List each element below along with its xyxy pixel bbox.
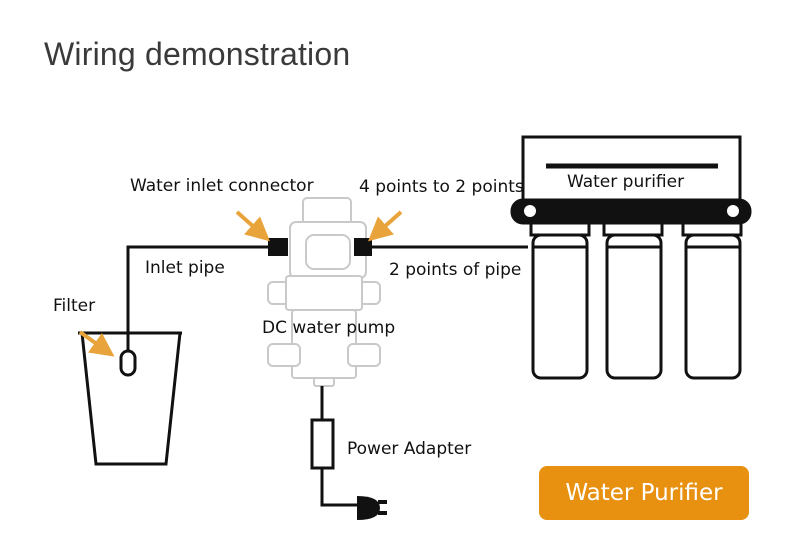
label-dc-water-pump: DC water pump — [262, 318, 396, 338]
water-purifier-badge: Water Purifier — [539, 466, 749, 520]
filter-float-icon — [119, 349, 137, 377]
water-inlet-connector — [268, 238, 288, 256]
page-title: Wiring demonstration — [44, 36, 351, 72]
label-4-points-to-2-points: 4 points to 2 points — [359, 177, 524, 197]
label-2-points-of-pipe: 2 points of pipe — [389, 260, 522, 280]
arrow-4-to-2-points — [368, 210, 403, 242]
purifier-icon — [510, 135, 752, 380]
outlet-connector — [354, 238, 372, 256]
label-inlet-pipe: Inlet pipe — [145, 258, 225, 278]
label-water-purifier: Water purifier — [567, 172, 685, 192]
power-cable — [310, 386, 362, 507]
label-water-inlet-connector: Water inlet connector — [130, 176, 314, 196]
label-power-adapter: Power Adapter — [347, 439, 472, 459]
arrow-water-inlet — [235, 210, 270, 242]
label-filter: Filter — [53, 296, 96, 316]
pump-icon — [267, 197, 381, 387]
badge-label: Water Purifier — [565, 480, 723, 506]
plug-icon — [357, 496, 387, 520]
inlet-pipe — [126, 245, 268, 355]
arrow-filter — [78, 330, 115, 357]
